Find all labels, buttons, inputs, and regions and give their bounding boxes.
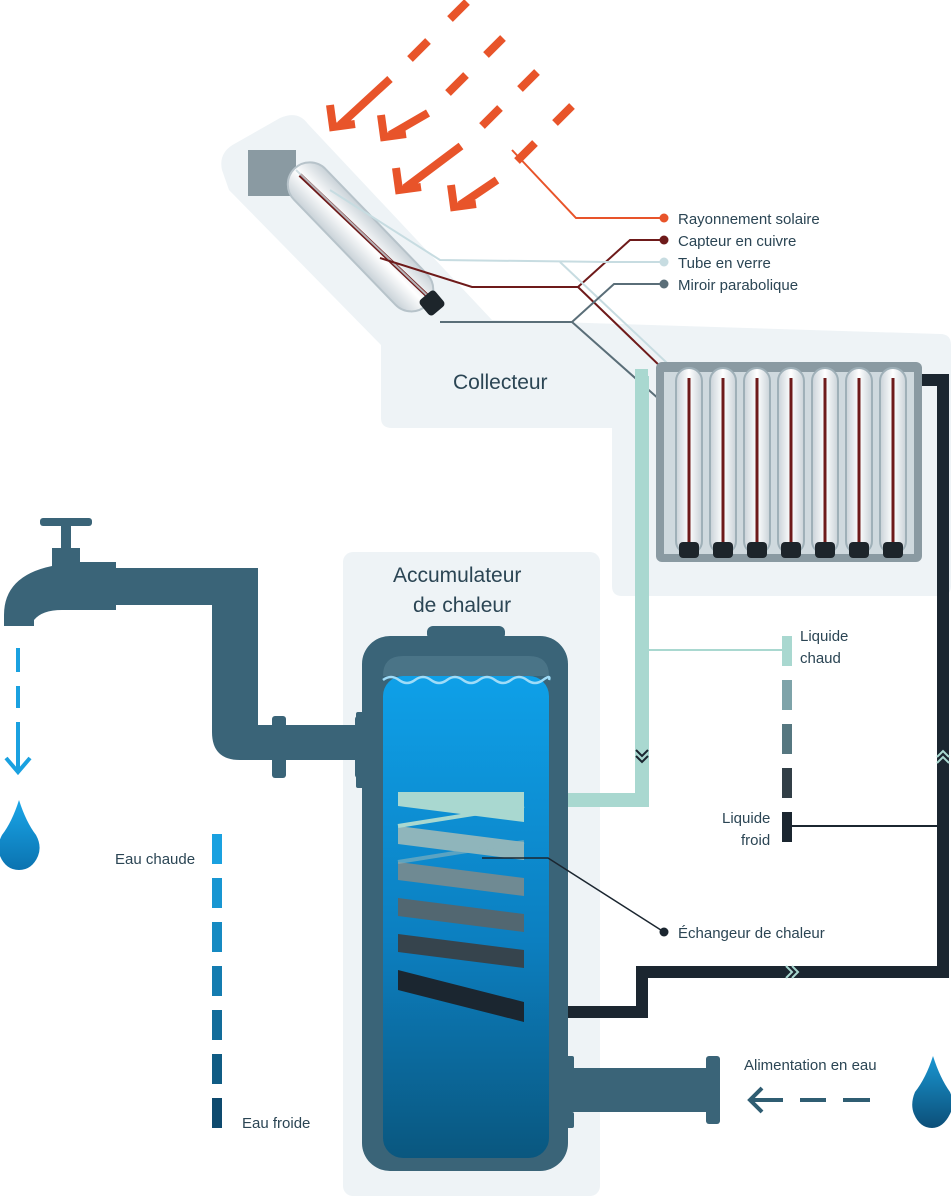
heat-accumulator-tank — [356, 626, 574, 1171]
sun-arrow-1 — [326, 0, 470, 132]
sun-arrow-2 — [377, 35, 506, 142]
tube-end — [419, 290, 445, 316]
background-panels — [221, 115, 951, 1196]
sun-arrow-4 — [447, 103, 575, 212]
callout-heat-exchanger: Échangeur de chaleur — [678, 925, 825, 942]
water-supply-label: Alimentation en eau — [744, 1057, 877, 1074]
sun-arrow-3 — [392, 69, 540, 195]
hot-fluid-pipe — [560, 369, 649, 807]
callout-parabolic-mirror: Miroir parabolique — [678, 277, 798, 294]
solar-collector-array — [656, 362, 922, 562]
heat-exchanger-leader — [482, 857, 669, 937]
legend-hot-liquid-line2: chaud — [800, 650, 841, 667]
collector-tube — [777, 367, 805, 558]
callout-solar-radiation: Rayonnement solaire — [678, 211, 820, 228]
collector-tube — [811, 367, 839, 558]
liquid-temperature-legend — [648, 636, 943, 842]
collector-tube — [845, 367, 873, 558]
legend-cold-liquid-line2: froid — [741, 832, 770, 849]
supply-flow-arrow — [747, 1086, 870, 1114]
collector-tube — [709, 367, 737, 558]
collector-tubes — [675, 367, 907, 558]
callout-copper-absorber: Capteur en cuivre — [678, 233, 796, 250]
hot-water-drop-icon — [0, 800, 40, 870]
supply-water-drop-icon — [912, 1056, 951, 1128]
solar-radiation-arrows — [326, 0, 575, 212]
tap-water-stream — [4, 648, 32, 776]
flow-chevrons — [635, 749, 950, 979]
legend-hot-water: Eau chaude — [115, 851, 195, 868]
legend-cold-liquid-line1: Liquide — [722, 810, 770, 827]
collector-tube — [743, 367, 771, 558]
collector-tube — [675, 367, 703, 558]
callout-glass-tube: Tube en verre — [678, 255, 771, 272]
accumulator-title-line1: Accumulateur — [393, 564, 521, 587]
water-tap-icon — [4, 518, 116, 626]
collector-title: Collecteur — [453, 371, 548, 394]
collector-tube — [879, 367, 907, 558]
circulation-pipes — [560, 369, 950, 1018]
legend-hot-liquid-line1: Liquide — [800, 628, 848, 645]
accumulator-title-line2: de chaleur — [413, 594, 511, 617]
hot-water-outlet-pipe — [115, 568, 370, 778]
legend-cold-water: Eau froide — [242, 1115, 310, 1132]
evacuated-tube-detail — [248, 150, 445, 316]
water-temperature-legend — [212, 834, 222, 1128]
heat-exchanger-coil — [397, 792, 525, 1022]
water-supply-pipe — [566, 1056, 720, 1124]
